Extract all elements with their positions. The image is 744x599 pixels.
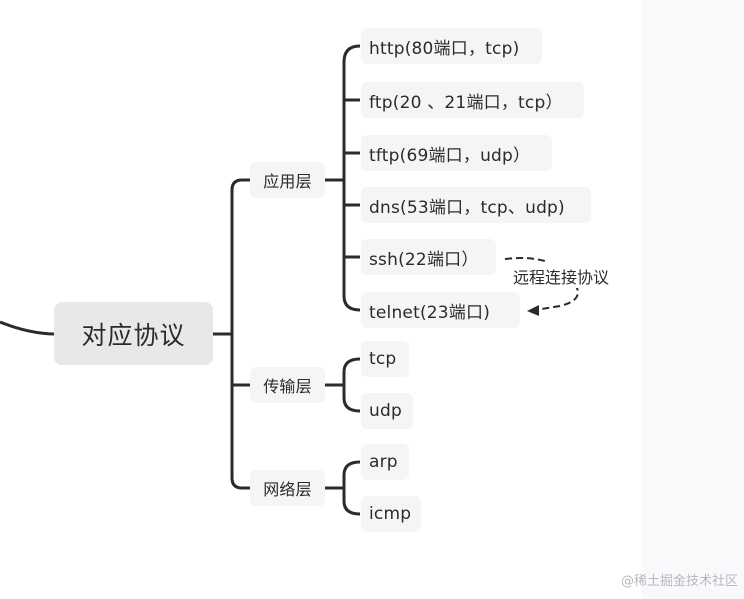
leaf-label: icmp bbox=[369, 504, 412, 524]
leaf-node-tftp[interactable]: tftp(69端口，udp） bbox=[361, 135, 552, 171]
leaf-label: ssh(22端口） bbox=[369, 249, 479, 270]
network-bracket bbox=[342, 460, 361, 516]
leaf-node-ssh[interactable]: ssh(22端口） bbox=[361, 239, 496, 275]
leaf-node-dns[interactable]: dns(53端口，tcp、udp) bbox=[361, 187, 591, 223]
branch-label: 传输层 bbox=[263, 377, 312, 396]
transport-bracket bbox=[342, 357, 361, 413]
leaf-node-http[interactable]: http(80端口，tcp) bbox=[361, 28, 542, 64]
leaf-node-icmp[interactable]: icmp bbox=[361, 496, 421, 532]
root-node[interactable]: 对应协议 bbox=[54, 302, 213, 365]
branch-node-network[interactable]: 网络层 bbox=[250, 470, 325, 506]
leaf-label: telnet(23端口) bbox=[369, 302, 491, 323]
leaf-label: tftp(69端口，udp） bbox=[369, 145, 531, 166]
root-node-label: 对应协议 bbox=[81, 320, 186, 350]
leaf-node-tcp[interactable]: tcp bbox=[361, 341, 409, 377]
relation-arrowhead bbox=[527, 305, 539, 316]
side-panel bbox=[641, 0, 744, 599]
leaf-node-telnet[interactable]: telnet(23端口) bbox=[361, 292, 520, 328]
leaf-label: http(80端口，tcp) bbox=[369, 38, 520, 59]
leaf-label: dns(53端口，tcp、udp) bbox=[369, 197, 565, 218]
leaf-node-ftp[interactable]: ftp(20 、21端口，tcp） bbox=[361, 82, 584, 118]
leaf-label: ftp(20 、21端口，tcp） bbox=[369, 92, 563, 113]
leaf-node-udp[interactable]: udp bbox=[361, 393, 413, 429]
branch-label: 网络层 bbox=[263, 480, 312, 499]
leaf-node-arp[interactable]: arp bbox=[361, 444, 409, 480]
watermark-text: @稀土掘金技术社区 bbox=[620, 574, 738, 589]
branch-trunk bbox=[230, 178, 243, 490]
branch-label: 应用层 bbox=[263, 172, 312, 191]
leaf-label: udp bbox=[369, 401, 402, 421]
app-bracket bbox=[342, 44, 361, 312]
branch-node-application[interactable]: 应用层 bbox=[250, 162, 325, 198]
leaf-label: arp bbox=[369, 452, 398, 472]
relation-label: 远程连接协议 bbox=[513, 264, 610, 288]
leaf-label: tcp bbox=[369, 349, 397, 369]
root-incoming-line bbox=[0, 320, 57, 336]
branch-node-transport[interactable]: 传输层 bbox=[250, 367, 325, 403]
